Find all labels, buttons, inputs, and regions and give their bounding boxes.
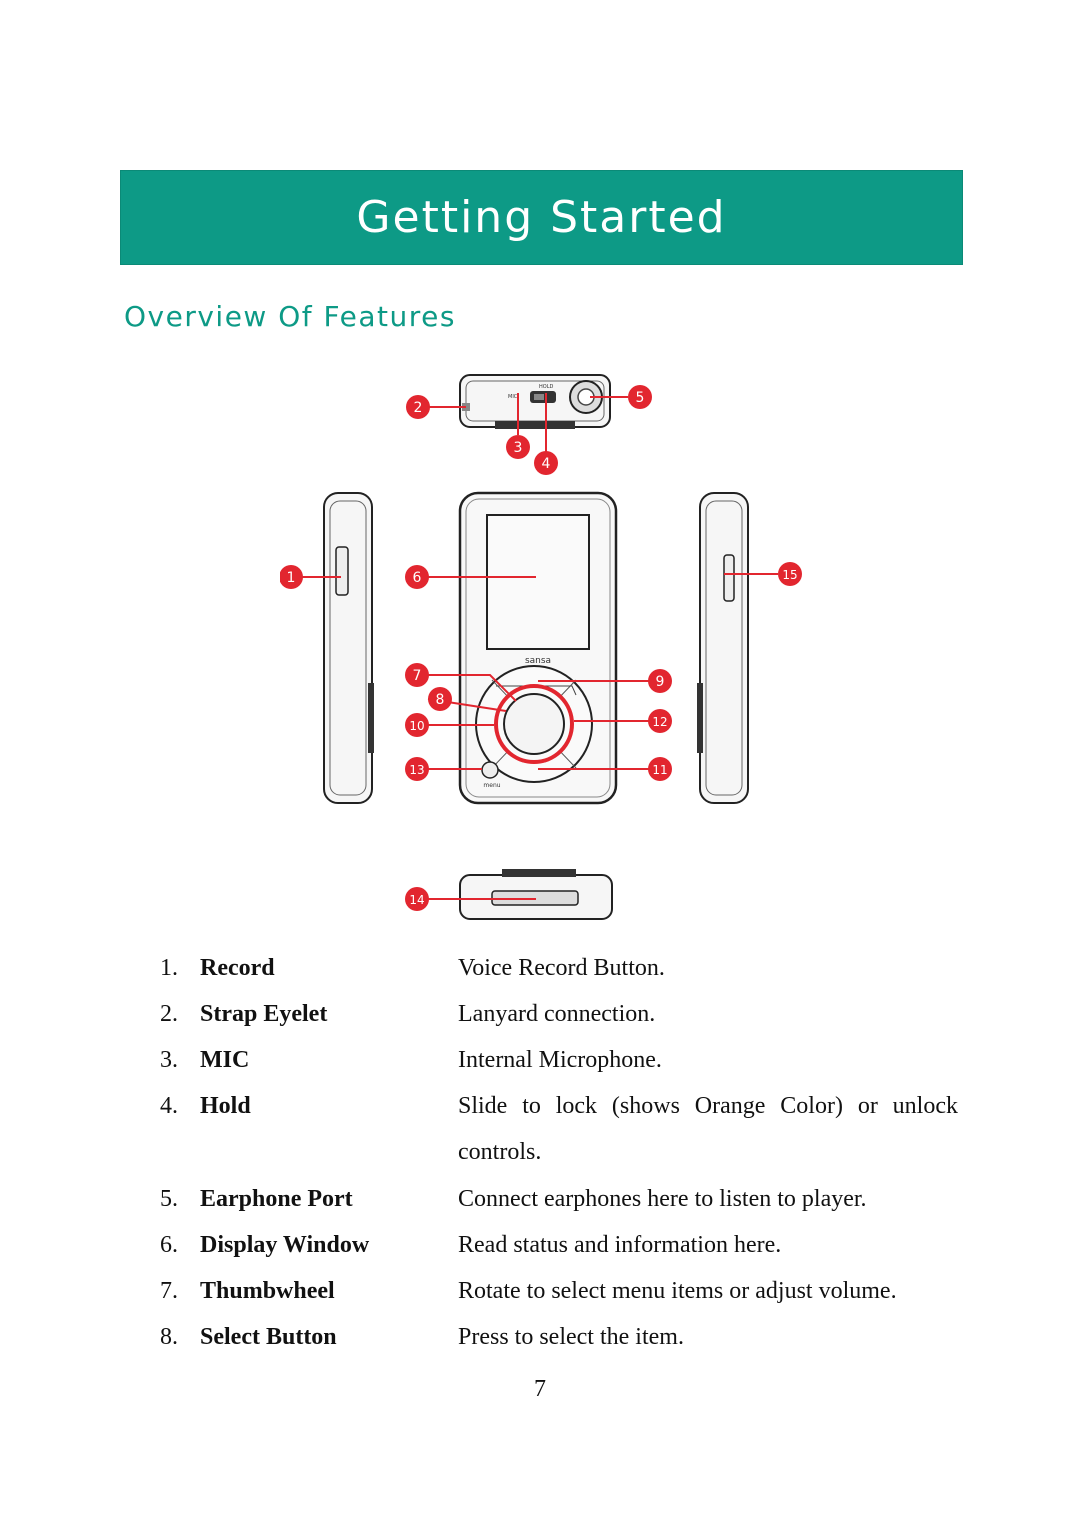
- page-number: 7: [534, 1376, 546, 1402]
- svg-text:2: 2: [414, 400, 423, 416]
- feature-item: 8. Select Button Press to select the ite…: [160, 1319, 960, 1365]
- feature-description: Rotate to select menu items or adjust vo…: [458, 1278, 897, 1304]
- feature-term: Hold: [200, 1093, 251, 1119]
- callout-7: 7: [405, 663, 429, 687]
- feature-description: Read status and information here.: [458, 1232, 782, 1258]
- callout-14: 14: [405, 887, 429, 911]
- svg-text:1: 1: [287, 570, 296, 586]
- device-bottom-view: [459, 869, 613, 920]
- feature-number: 4.: [160, 1093, 178, 1119]
- feature-term: MIC: [200, 1047, 250, 1073]
- feature-term: Display Window: [200, 1232, 370, 1258]
- feature-description-line2: controls.: [458, 1139, 542, 1165]
- callout-9: 9: [648, 669, 672, 693]
- feature-description-line1: Slide to lock (shows Orange Color) or un…: [458, 1093, 958, 1119]
- callout-10: 10: [405, 713, 429, 737]
- feature-item: 7. Thumbwheel Rotate to select menu item…: [160, 1273, 960, 1319]
- svg-text:14: 14: [409, 893, 424, 907]
- feature-item: 3. MIC Internal Microphone.: [160, 1042, 960, 1088]
- feature-description: Lanyard connection.: [458, 1001, 656, 1027]
- device-right-side-view: [697, 492, 749, 804]
- feature-number: 6.: [160, 1232, 178, 1258]
- callout-6: 6: [405, 565, 429, 589]
- feature-number: 3.: [160, 1047, 178, 1073]
- callout-leaders: [302, 393, 778, 900]
- feature-number: 7.: [160, 1278, 178, 1304]
- feature-description: Press to select the item.: [458, 1324, 684, 1350]
- feature-list: 1. Record Voice Record Button. 2. Strap …: [160, 950, 960, 1365]
- feature-number: 8.: [160, 1324, 178, 1350]
- callout-8: 8: [428, 687, 452, 711]
- callout-4: 4: [534, 451, 558, 475]
- device-top-view: MIC HOLD: [459, 374, 611, 429]
- svg-text:15: 15: [782, 568, 797, 582]
- device-diagram: MIC HOLD sansa menu: [280, 374, 802, 920]
- callout-11: 11: [648, 757, 672, 781]
- svg-text:12: 12: [652, 715, 667, 729]
- svg-text:7: 7: [413, 668, 422, 684]
- svg-text:MIC: MIC: [508, 394, 518, 400]
- chapter-title: Getting Started: [356, 192, 727, 243]
- svg-text:5: 5: [636, 390, 645, 406]
- feature-item: 1. Record Voice Record Button.: [160, 950, 960, 996]
- callout-1: 1: [280, 565, 303, 589]
- callout-5: 5: [628, 385, 652, 409]
- callout-12: 12: [648, 709, 672, 733]
- feature-term: Thumbwheel: [200, 1278, 335, 1304]
- feature-item: 5. Earphone Port Connect earphones here …: [160, 1181, 960, 1227]
- feature-item: 4. Hold Slide to lock (shows Orange Colo…: [160, 1088, 960, 1181]
- feature-description: Voice Record Button.: [458, 955, 665, 981]
- feature-term: Select Button: [200, 1324, 337, 1350]
- chapter-banner: Getting Started: [120, 170, 963, 265]
- hold-label: HOLD: [539, 384, 553, 390]
- svg-text:4: 4: [542, 456, 551, 472]
- feature-number: 5.: [160, 1186, 178, 1212]
- section-title: Overview Of Features: [124, 300, 456, 333]
- svg-text:13: 13: [409, 763, 424, 777]
- callout-13: 13: [405, 757, 429, 781]
- brand-label: sansa: [525, 656, 551, 666]
- callout-badges: 1 2 3 4 5 6 7 8 9 10 11 12 13 14 15: [280, 385, 802, 911]
- feature-description: Internal Microphone.: [458, 1047, 662, 1073]
- feature-description: Connect earphones here to listen to play…: [458, 1186, 867, 1212]
- callout-2: 2: [406, 395, 430, 419]
- feature-description: Slide to lock (shows Orange Color) or un…: [458, 1088, 958, 1170]
- device-front-view: sansa menu: [458, 491, 618, 805]
- feature-number: 1.: [160, 955, 178, 981]
- feature-term: Record: [200, 955, 275, 981]
- menu-label: menu: [483, 782, 500, 789]
- svg-text:8: 8: [436, 692, 445, 708]
- feature-term: Strap Eyelet: [200, 1001, 328, 1027]
- feature-item: 2. Strap Eyelet Lanyard connection.: [160, 996, 960, 1042]
- feature-item: 6. Display Window Read status and inform…: [160, 1227, 960, 1273]
- callout-3: 3: [506, 435, 530, 459]
- callout-15: 15: [778, 562, 802, 586]
- svg-text:3: 3: [514, 440, 523, 456]
- svg-text:11: 11: [652, 763, 667, 777]
- feature-term: Earphone Port: [200, 1186, 353, 1212]
- svg-text:6: 6: [413, 570, 422, 586]
- svg-text:9: 9: [656, 674, 665, 690]
- device-left-side-view: [323, 492, 374, 804]
- feature-number: 2.: [160, 1001, 178, 1027]
- svg-text:10: 10: [409, 719, 424, 733]
